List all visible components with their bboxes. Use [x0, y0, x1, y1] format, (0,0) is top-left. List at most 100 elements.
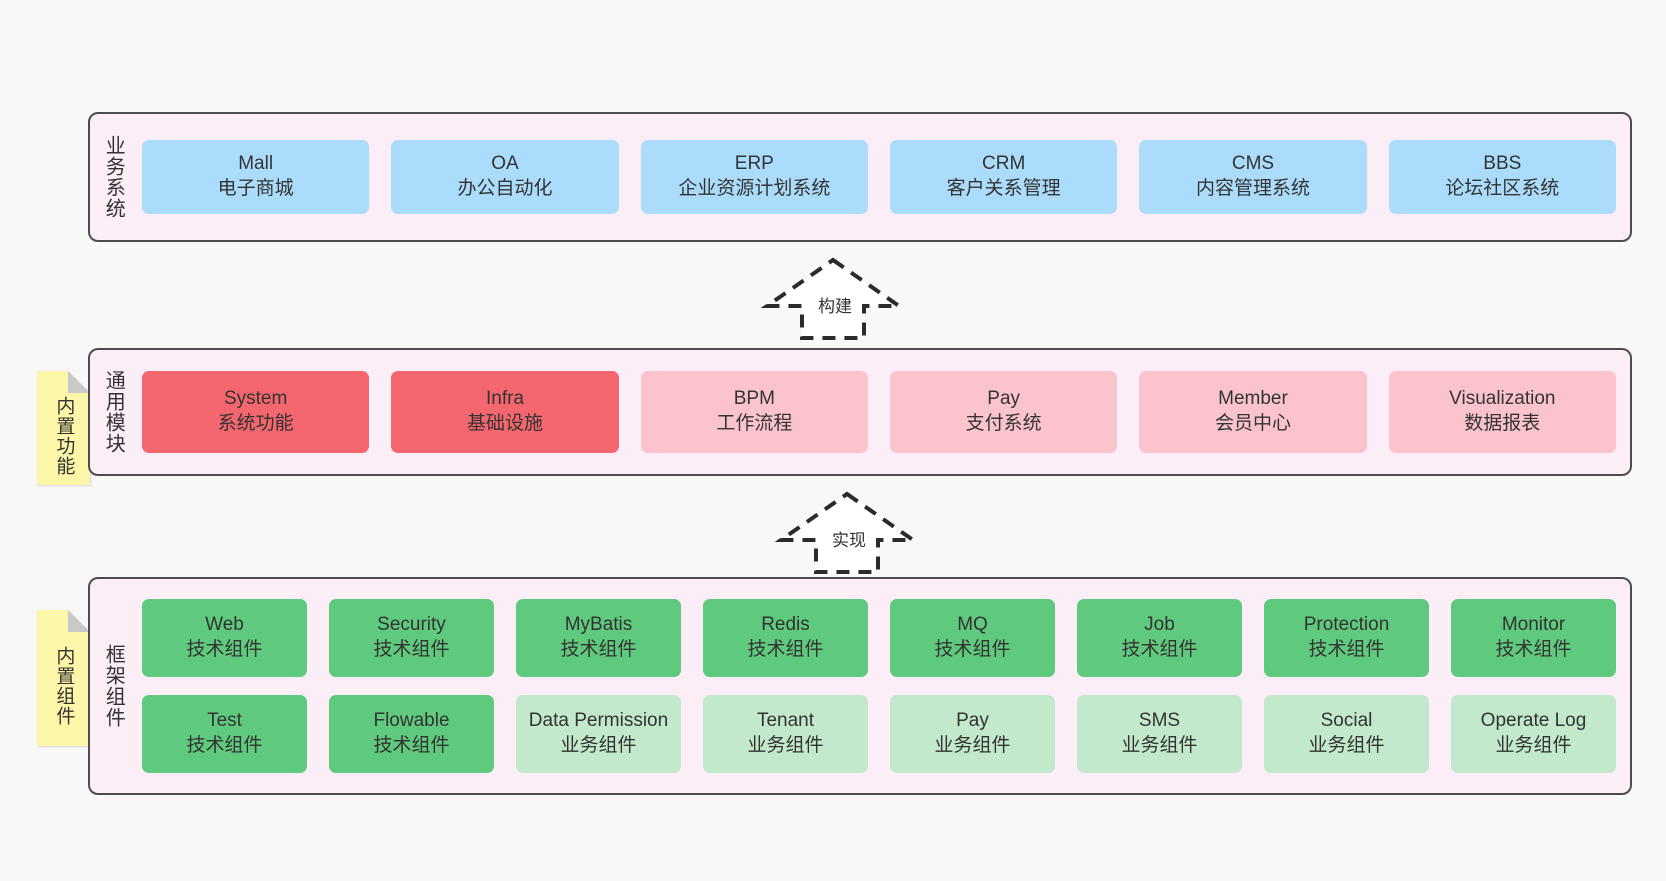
- card-infra[interactable]: Infra 基础设施: [391, 371, 619, 453]
- card-title: CRM: [982, 153, 1026, 175]
- card-bpm[interactable]: BPM 工作流程: [640, 371, 868, 453]
- card-flowable[interactable]: Flowable 技术组件: [329, 695, 494, 773]
- card-pay-module[interactable]: Pay 支付系统: [889, 371, 1118, 453]
- card-mall[interactable]: Mall 电子商城: [142, 140, 370, 214]
- card-system[interactable]: System 系统功能: [142, 371, 370, 453]
- card-monitor[interactable]: Monitor 技术组件: [1451, 599, 1616, 677]
- card-title: BBS: [1483, 153, 1522, 175]
- card-row: Test 技术组件 Flowable 技术组件 Data Permission …: [142, 695, 1616, 773]
- card-row: Web 技术组件 Security 技术组件 MyBatis 技术组件 Redi…: [142, 599, 1616, 677]
- card-operate-log[interactable]: Operate Log 业务组件: [1451, 695, 1616, 773]
- card-subtitle: 客户关系管理: [946, 178, 1061, 199]
- sticky-note-text: 内置功能: [53, 396, 75, 476]
- generalization-arrow-build: 构建: [758, 257, 908, 340]
- card-subtitle: 数据报表: [1464, 413, 1541, 434]
- card-title: Job: [1144, 614, 1175, 636]
- card-cms[interactable]: CMS 内容管理系统: [1139, 140, 1367, 214]
- layer-body-framework-components: Web 技术组件 Security 技术组件 MyBatis 技术组件 Redi…: [136, 579, 1630, 793]
- card-web[interactable]: Web 技术组件: [142, 599, 307, 677]
- card-subtitle: 技术组件: [1121, 639, 1198, 660]
- card-job[interactable]: Job 技术组件: [1077, 599, 1242, 677]
- card-subtitle: 论坛社区系统: [1445, 178, 1560, 199]
- card-title: Protection: [1303, 614, 1390, 636]
- layer-title-business-system: 业务系统: [102, 135, 125, 219]
- card-subtitle: 企业资源计划系统: [678, 178, 831, 199]
- card-title: Test: [207, 710, 242, 732]
- card-subtitle: 技术组件: [1495, 639, 1572, 660]
- card-title: Redis: [761, 614, 810, 636]
- card-title: Operate Log: [1480, 710, 1587, 732]
- card-title: Tenant: [756, 710, 815, 732]
- sticky-note-text: 内置组件: [53, 646, 75, 726]
- layer-common-modules: 通用模块 System 系统功能 Infra 基础设施 BPM 工作流程 Pay…: [88, 348, 1632, 476]
- sticky-note-builtin-components: 内置组件: [37, 610, 90, 746]
- arrow-shape: [760, 257, 906, 340]
- card-member[interactable]: Member 会员中心: [1139, 371, 1367, 453]
- card-title: BPM: [733, 388, 775, 410]
- card-subtitle: 会员中心: [1214, 413, 1291, 434]
- card-subtitle: 技术组件: [373, 639, 450, 660]
- card-data-permission[interactable]: Data Permission 业务组件: [516, 695, 681, 773]
- layer-business-system: 业务系统 Mall 电子商城 OA 办公自动化 ERP 企业资源计划系统 CRM…: [88, 112, 1632, 242]
- card-title: Infra: [485, 388, 524, 410]
- card-title: Member: [1218, 388, 1288, 410]
- card-title: System: [223, 388, 288, 410]
- arrow-label-implement: 实现: [832, 531, 866, 550]
- card-row: Mall 电子商城 OA 办公自动化 ERP 企业资源计划系统 CRM 客户关系…: [142, 140, 1616, 214]
- card-title: Monitor: [1501, 614, 1566, 636]
- card-subtitle: 系统功能: [217, 413, 294, 434]
- layer-title-framework-components: 框架组件: [102, 644, 125, 728]
- card-title: SMS: [1138, 710, 1181, 732]
- card-subtitle: 业务组件: [1308, 735, 1385, 756]
- card-oa[interactable]: OA 办公自动化: [391, 140, 619, 214]
- layer-body-business-system: Mall 电子商城 OA 办公自动化 ERP 企业资源计划系统 CRM 客户关系…: [136, 114, 1630, 240]
- card-sms[interactable]: SMS 业务组件: [1077, 695, 1242, 773]
- card-subtitle: 技术组件: [186, 639, 263, 660]
- card-subtitle: 业务组件: [747, 735, 824, 756]
- card-subtitle: 业务组件: [1495, 735, 1572, 756]
- arrow-shape: [774, 491, 920, 574]
- card-subtitle: 业务组件: [1121, 735, 1198, 756]
- card-subtitle: 技术组件: [747, 639, 824, 660]
- card-subtitle: 办公自动化: [457, 178, 553, 199]
- card-title: ERP: [734, 153, 774, 175]
- card-title: Flowable: [373, 710, 450, 732]
- card-visualization[interactable]: Visualization 数据报表: [1388, 371, 1616, 453]
- card-test[interactable]: Test 技术组件: [142, 695, 307, 773]
- arrow-label-build: 构建: [818, 297, 852, 316]
- card-subtitle: 基础设施: [466, 413, 543, 434]
- card-title: Mall: [238, 153, 274, 175]
- card-subtitle: 业务组件: [560, 735, 637, 756]
- card-title: CMS: [1231, 153, 1275, 175]
- card-title: Pay: [987, 388, 1021, 410]
- card-security[interactable]: Security 技术组件: [329, 599, 494, 677]
- card-bbs[interactable]: BBS 论坛社区系统: [1388, 140, 1616, 214]
- sticky-note-builtin-features: 内置功能: [37, 371, 90, 485]
- card-title: MQ: [957, 614, 988, 636]
- card-mybatis[interactable]: MyBatis 技术组件: [516, 599, 681, 677]
- card-erp[interactable]: ERP 企业资源计划系统: [640, 140, 868, 214]
- card-crm[interactable]: CRM 客户关系管理: [889, 140, 1118, 214]
- card-title: Security: [377, 614, 446, 636]
- card-subtitle: 工作流程: [716, 413, 793, 434]
- card-tenant[interactable]: Tenant 业务组件: [703, 695, 868, 773]
- card-title: Social: [1320, 710, 1373, 732]
- card-pay-component[interactable]: Pay 业务组件: [890, 695, 1055, 773]
- card-title: Pay: [956, 710, 989, 732]
- card-title: Web: [205, 614, 244, 636]
- card-mq[interactable]: MQ 技术组件: [890, 599, 1055, 677]
- card-social[interactable]: Social 业务组件: [1264, 695, 1429, 773]
- card-subtitle: 技术组件: [186, 735, 263, 756]
- card-subtitle: 业务组件: [934, 735, 1011, 756]
- card-subtitle: 技术组件: [1308, 639, 1385, 660]
- card-protection[interactable]: Protection 技术组件: [1264, 599, 1429, 677]
- layer-title-common-modules: 通用模块: [102, 370, 125, 454]
- layer-body-common-modules: System 系统功能 Infra 基础设施 BPM 工作流程 Pay 支付系统…: [136, 350, 1630, 474]
- card-subtitle: 技术组件: [373, 735, 450, 756]
- card-subtitle: 技术组件: [934, 639, 1011, 660]
- card-redis[interactable]: Redis 技术组件: [703, 599, 868, 677]
- card-title: OA: [491, 153, 519, 175]
- card-subtitle: 支付系统: [965, 413, 1042, 434]
- card-title: Data Permission: [528, 710, 669, 732]
